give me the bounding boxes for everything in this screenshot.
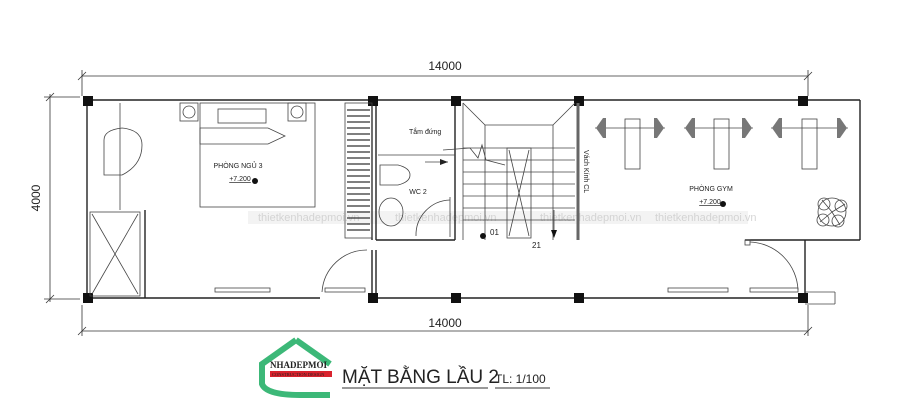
dimension-top-label: 14000	[428, 59, 462, 73]
toilet-icon	[379, 164, 411, 186]
stair-start-dot	[480, 233, 486, 239]
column	[83, 96, 93, 106]
plant-icon	[816, 197, 848, 228]
nightstand-lamp-icon	[287, 102, 307, 122]
bench-press-icon	[771, 118, 848, 170]
dimension-left-label: 4000	[29, 184, 43, 211]
bedroom: PHÒNG NGỦ 3 +7.200	[89, 102, 373, 297]
watermark: thietkenhadepmoi.vn thietkenhadepmoi.vn …	[248, 211, 757, 224]
bench-press-icon	[595, 118, 665, 170]
bench-press-icon	[684, 118, 753, 170]
bedroom-level: +7.200	[229, 176, 251, 183]
stair-end-label: 21	[532, 241, 541, 250]
svg-text:thietkenhadepmoi.vn: thietkenhadepmoi.vn	[395, 212, 497, 224]
nightstand-lamp-icon	[179, 102, 199, 122]
logo-name: NHADEPMOI	[270, 360, 327, 370]
column	[368, 293, 378, 303]
gym-level: +7.200	[699, 199, 721, 206]
gym: PHÒNG GYM +7.200	[595, 118, 848, 293]
columns	[83, 96, 808, 303]
dimension-left: 4000	[29, 92, 80, 304]
shower-label: Tắm đứng	[409, 127, 441, 136]
glass-wall-label: Vách Kính CL	[582, 150, 589, 193]
window	[214, 287, 271, 293]
wardrobe	[89, 211, 141, 297]
logo-tagline: CONSTRUCTION DESIGN	[272, 372, 325, 377]
page-title: MẶT BẰNG LẦU 2	[342, 366, 499, 388]
scale-label: TL: 1/100	[495, 372, 546, 386]
column	[451, 293, 461, 303]
column	[798, 293, 808, 303]
dimension-top: 14000	[77, 59, 813, 96]
door-swing	[321, 249, 368, 293]
door-swing	[415, 199, 451, 237]
bed	[199, 102, 316, 208]
stair-start-label: 01	[490, 228, 499, 237]
svg-text:thietkenhadepmoi.vn: thietkenhadepmoi.vn	[540, 212, 642, 224]
column	[368, 96, 378, 106]
dimension-bottom-label: 14000	[428, 316, 462, 330]
gym-label: PHÒNG GYM	[689, 184, 733, 193]
staircase: 01 21 Vách Kính CL	[462, 102, 589, 250]
wc-label: WC 2	[409, 189, 427, 196]
sink-icon	[378, 197, 404, 227]
window	[324, 287, 366, 293]
window	[667, 287, 729, 293]
column	[798, 96, 808, 106]
svg-text:thietkenhadepmoi.vn: thietkenhadepmoi.vn	[655, 212, 757, 224]
closet-hangers	[347, 109, 370, 231]
column	[574, 293, 584, 303]
stair-well	[506, 147, 532, 239]
door-swing	[749, 241, 799, 291]
column	[574, 96, 584, 106]
svg-text:thietkenhadepmoi.vn: thietkenhadepmoi.vn	[258, 212, 360, 224]
walls	[86, 99, 861, 305]
armchair-icon	[103, 127, 143, 176]
logo: NHADEPMOI CONSTRUCTION DESIGN	[259, 337, 332, 398]
closet	[344, 102, 373, 239]
bedroom-label: PHÒNG NGỦ 3	[213, 161, 262, 170]
column	[83, 293, 93, 303]
level-marker-icon	[252, 178, 258, 184]
window	[749, 287, 799, 293]
level-marker-icon	[720, 201, 726, 207]
wc: Tắm đứng WC 2	[378, 127, 506, 237]
dimension-bottom: 14000	[77, 305, 813, 336]
column	[451, 96, 461, 106]
